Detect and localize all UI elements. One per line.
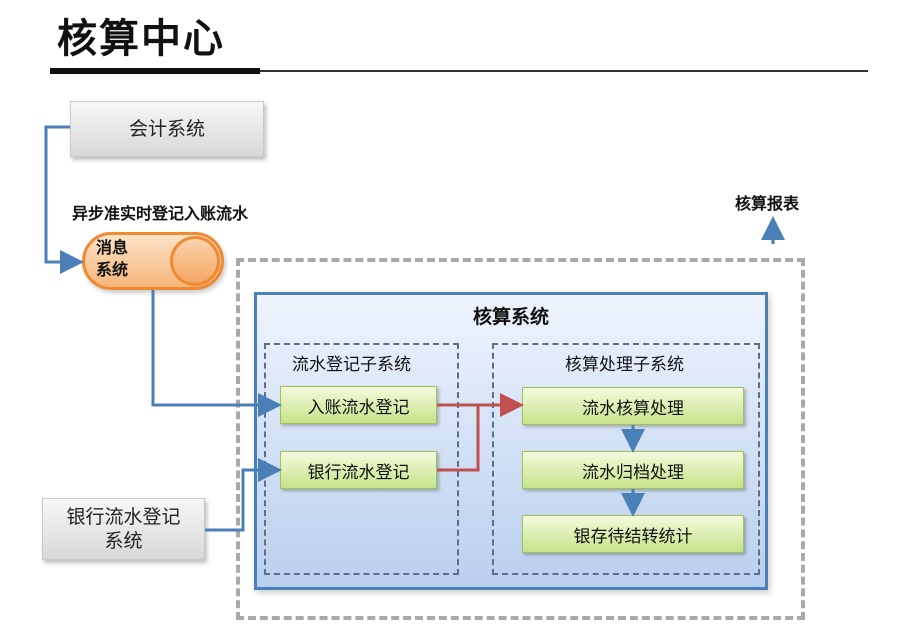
async-register-label: 异步准实时登记入账流水 bbox=[72, 204, 249, 223]
accounting-to-message-connector bbox=[44, 125, 84, 274]
core-system-title: 核算系统 bbox=[472, 306, 549, 328]
header-divider bbox=[260, 70, 868, 72]
deposit-stats-box: 银存待结转统计 bbox=[522, 515, 744, 553]
cylinder-cap bbox=[170, 236, 220, 286]
entry-flow-register-box: 入账流水登记 bbox=[280, 386, 437, 424]
flow-accounting-box: 流水核算处理 bbox=[522, 387, 744, 425]
message-system-label: 消息 系统 bbox=[96, 238, 129, 279]
bank-to-register-connector bbox=[205, 458, 282, 532]
flow-sub-system-title: 流水登记子系统 bbox=[292, 355, 411, 375]
page-title: 核算中心 bbox=[57, 16, 225, 62]
title-underline bbox=[50, 68, 260, 74]
center-boundary bbox=[236, 258, 805, 620]
accounting-sub-system-panel bbox=[492, 343, 760, 575]
accounting-system-box: 会计系统 bbox=[70, 101, 264, 157]
report-label: 核算报表 bbox=[735, 194, 800, 213]
accounting-system-label: 会计系统 bbox=[128, 118, 205, 140]
bank-flow-register-box: 银行流水登记 bbox=[280, 451, 437, 489]
bank-system-box: 银行流水登记 系统 bbox=[42, 498, 205, 560]
bank-to-accounting-connector bbox=[437, 405, 480, 472]
message-to-entry-connector bbox=[151, 290, 282, 417]
bank-system-label-line2: 系统 bbox=[104, 530, 143, 552]
bank-system-label-line1: 银行流水登记 bbox=[66, 506, 181, 528]
accounting-sub-system-title: 核算处理子系统 bbox=[565, 355, 684, 375]
flow-archive-box: 流水归档处理 bbox=[522, 451, 744, 489]
